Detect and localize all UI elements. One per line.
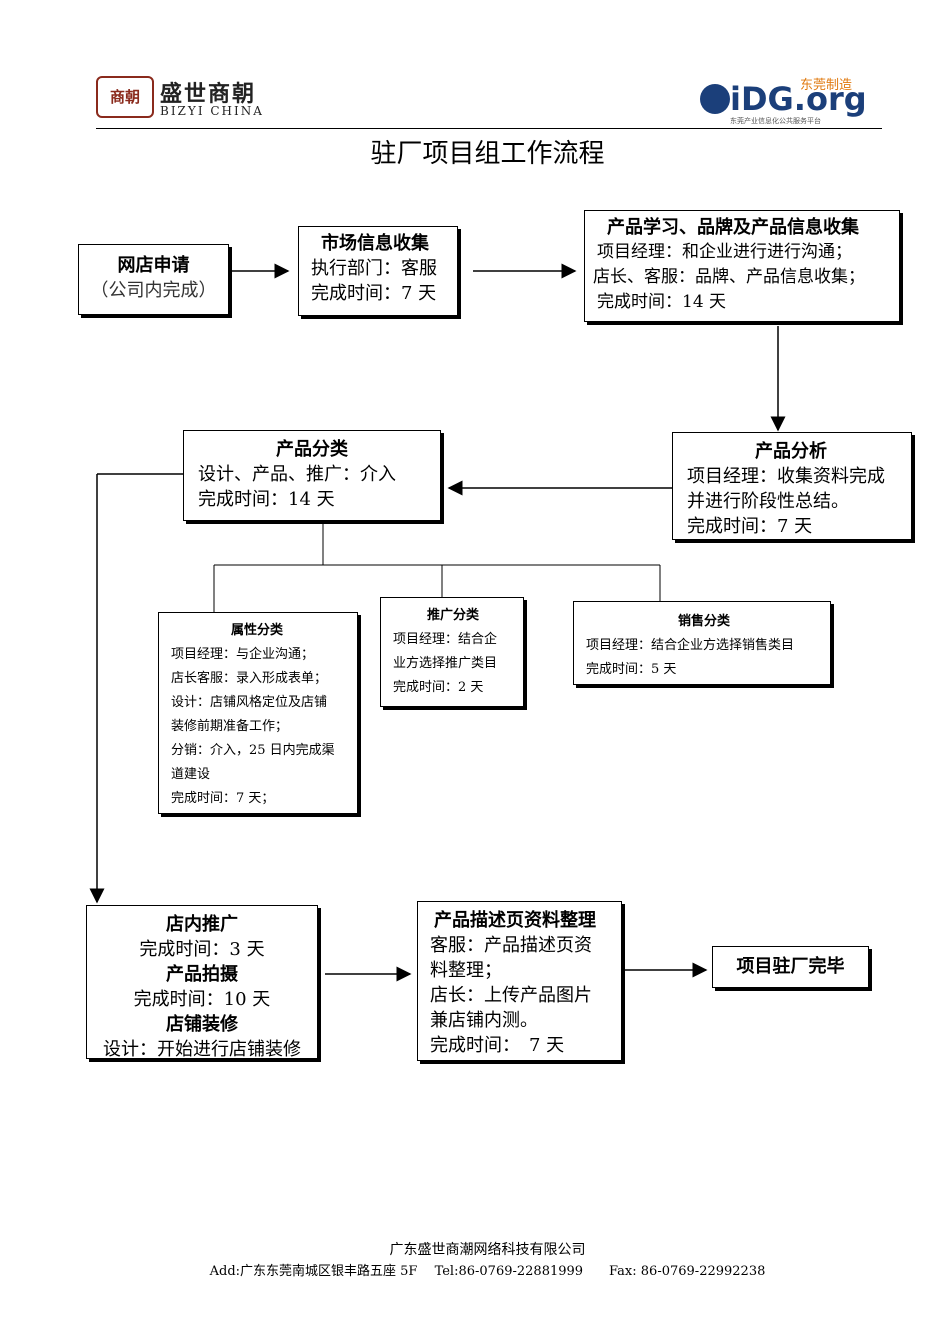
node-project-done: 项目驻厂完毕 [712, 946, 869, 988]
node-promotion-classify: 推广分类 项目经理：结合企 业方选择推广类目 完成时间：2 天 [380, 597, 524, 707]
node-store-decor: 店铺装修 [166, 1014, 238, 1035]
node-market-dept: 执行部门：客服 [311, 258, 437, 279]
logo-right-tag: 东莞制造 [800, 78, 853, 93]
node-attr-time: 完成时间：7 天； [171, 791, 275, 806]
node-attr-line4: 装修前期准备工作； [171, 719, 289, 734]
node-promo-line1: 项目经理：结合企 [393, 632, 498, 647]
node-desc-line3: 店长：上传产品图片 [430, 985, 592, 1006]
node-shop-apply-note: （公司内完成） [90, 280, 217, 301]
node-learning-time: 完成时间：14 天 [597, 292, 727, 312]
node-shop-apply: 网店申请 （公司内完成） [78, 244, 229, 315]
node-learning-line1: 项目经理：和企业进行进行沟通； [597, 242, 852, 262]
node-sales-title: 销售分类 [678, 614, 731, 629]
node-attribute-classify: 属性分类 项目经理：与企业沟通； 店长客服：录入形成表单； 设计：店铺风格定位及… [158, 612, 358, 814]
node-attr-line3: 设计：店铺风格定位及店铺 [171, 695, 328, 710]
node-sales-time: 完成时间：5 天 [586, 662, 677, 677]
node-desc-time: 完成时间： 7 天 [430, 1035, 565, 1056]
node-market-info: 市场信息收集 执行部门：客服 完成时间：7 天 [298, 226, 458, 316]
node-analysis-title: 产品分析 [755, 441, 827, 462]
node-classify-time: 完成时间：14 天 [198, 489, 335, 510]
header-rule [96, 128, 882, 129]
node-shop-apply-title: 网店申请 [117, 255, 190, 276]
node-attr-line1: 项目经理：与企业沟通； [171, 647, 315, 662]
globe-icon [700, 84, 730, 114]
logo-right-main: iDG.org [730, 80, 867, 118]
page-title: 驻厂项目组工作流程 [370, 139, 605, 169]
node-market-time: 完成时间：7 天 [311, 283, 437, 304]
node-attr-line6: 道建设 [171, 767, 211, 782]
node-desc-title: 产品描述页资料整理 [434, 910, 596, 931]
node-sales-line1: 项目经理：结合企业方选择销售类目 [586, 638, 795, 653]
node-promo-title: 推广分类 [427, 608, 480, 623]
node-analysis-time: 完成时间：7 天 [687, 516, 813, 537]
node-promo-time: 完成时间：2 天 [393, 680, 484, 695]
node-classify-title: 产品分类 [276, 439, 348, 460]
node-attr-title: 属性分类 [231, 623, 284, 638]
node-classify-line1: 设计、产品、推广：介入 [198, 464, 396, 485]
node-promo-line2: 业方选择推广类目 [393, 656, 498, 671]
node-learning-title: 产品学习、品牌及产品信息收集 [607, 217, 859, 238]
node-done-label: 项目驻厂完毕 [736, 956, 845, 977]
seal-icon: 商朝 [96, 76, 154, 118]
node-product-learning: 产品学习、品牌及产品信息收集 项目经理：和企业进行进行沟通； 店长、客服：品牌、… [584, 210, 900, 322]
node-desc-line2: 料整理； [430, 960, 502, 981]
logo-left-en: BIZYI CHINA [160, 104, 264, 118]
logo-right-sub: 东莞产业信息化公共服务平台 [730, 117, 821, 125]
node-attr-line2: 店长客服：录入形成表单； [171, 671, 328, 686]
node-store-decor-design: 设计：开始进行店铺装修 [103, 1039, 301, 1060]
footer-company: 广东盛世商潮网络科技有限公司 [389, 1242, 586, 1258]
node-store-photo: 产品拍摄 [166, 964, 238, 985]
node-attr-line5: 分销：介入，25 日内完成渠 [171, 743, 335, 758]
node-description-page: 产品描述页资料整理 客服：产品描述页资 料整理； 店长：上传产品图片 兼店铺内测… [417, 901, 622, 1061]
logo-left: 商朝 盛世商朝 BIZYI CHINA [96, 76, 266, 118]
node-market-title: 市场信息收集 [321, 233, 429, 254]
node-analysis-line2: 并进行阶段性总结。 [687, 491, 849, 512]
node-desc-line1: 客服：产品描述页资 [430, 935, 592, 956]
node-analysis-line1: 项目经理：收集资料完成 [687, 466, 885, 487]
node-store-promo: 店内推广 [166, 914, 238, 935]
node-sales-classify: 销售分类 项目经理：结合企业方选择销售类目 完成时间：5 天 [573, 601, 831, 685]
node-product-classify: 产品分类 设计、产品、推广：介入 完成时间：14 天 [183, 430, 441, 521]
node-store-ops: 店内推广 完成时间：3 天 产品拍摄 完成时间：10 天 店铺装修 设计：开始进… [86, 905, 318, 1060]
node-desc-line4: 兼店铺内测。 [430, 1010, 538, 1031]
node-store-photo-time: 完成时间：10 天 [133, 989, 271, 1010]
node-product-analysis: 产品分析 项目经理：收集资料完成 并进行阶段性总结。 完成时间：7 天 [672, 432, 912, 540]
logo-left-cn: 盛世商朝 [160, 81, 257, 107]
logo-right: iDG.org 东莞制造 东莞产业信息化公共服务平台 [700, 74, 880, 126]
node-learning-line2: 店长、客服：品牌、产品信息收集； [593, 267, 865, 287]
footer-address: Add:广东东莞南城区银丰路五座 5F Tel:86-0769-22881999… [209, 1264, 766, 1279]
node-store-promo-time: 完成时间：3 天 [139, 939, 265, 960]
